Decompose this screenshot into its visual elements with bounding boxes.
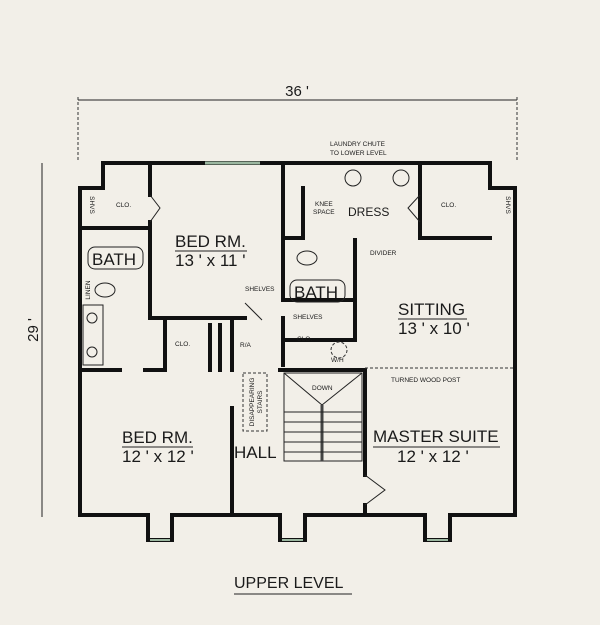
knee-space-note: KNEE (315, 201, 333, 208)
shelves-note-2: SHELVES (293, 314, 323, 321)
depth-label: 29 ' (25, 318, 42, 342)
disappearing-stairs-note: DISAPPEARING (249, 378, 256, 427)
width-label: 36 ' (285, 83, 309, 100)
laundry-chute-note-2: TO LOWER LEVEL (330, 150, 387, 157)
down-note: DOWN (312, 385, 333, 392)
disappearing-stairs-note-2: STAIRS (257, 390, 264, 414)
sitting-size: 13 ' x 10 ' (398, 319, 470, 338)
laundry-chute-note: LAUNDRY CHUTE (330, 141, 386, 148)
fixtures (82, 169, 421, 506)
master-name: MASTER SUITE (373, 427, 499, 446)
bed1-name: BED RM. (175, 232, 246, 251)
dimension-depth: 29 ' (25, 163, 43, 517)
plan-title: UPPER LEVEL (234, 575, 343, 592)
water-heater-note: W/H (331, 357, 344, 364)
bath-right-label: BATH (294, 283, 338, 302)
dress-label: DRESS (348, 205, 389, 219)
closet-label-3: CLO. (175, 341, 190, 348)
linen-note: LINEN (85, 280, 92, 299)
interior-walls (78, 161, 515, 517)
sitting-name: SITTING (398, 300, 465, 319)
closet-label-4: CLO. (297, 336, 312, 343)
ra-note: R/A (240, 342, 252, 349)
dimension-width: 36 ' (77, 83, 518, 160)
staircase (242, 372, 363, 462)
closet-label-1: CLO. (116, 202, 131, 209)
bed1-size: 13 ' x 11 ' (175, 251, 245, 270)
closet-label-2: CLO. (441, 202, 456, 209)
divider-note: DIVIDER (370, 250, 397, 257)
shelves-abbrev-right: SHVS (504, 196, 511, 214)
bed2-name: BED RM. (122, 428, 193, 447)
exterior-walls (78, 161, 517, 542)
turned-wood-post-note: TURNED WOOD POST (391, 377, 460, 384)
master-size: 12 ' x 12 ' (397, 447, 469, 466)
bed2-size: 12 ' x 12 ' (122, 447, 194, 466)
shelves-note-1: SHELVES (245, 286, 275, 293)
knee-space-note-2: SPACE (313, 209, 335, 216)
shelves-abbrev-left: SHVS (88, 196, 95, 214)
hall-label: HALL (234, 443, 277, 462)
bath-left-label: BATH (92, 250, 136, 269)
